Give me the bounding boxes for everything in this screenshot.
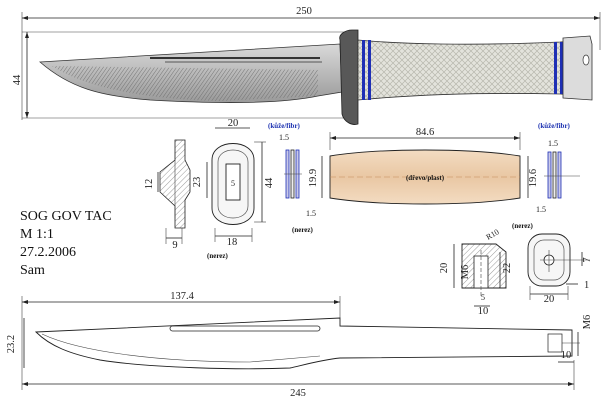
guard-height-left: 12 <box>144 179 155 190</box>
pommel-end-width: 20 <box>544 294 555 305</box>
right-spacer-material-bottom: (nerez) <box>512 222 534 230</box>
handle-dia-left: 19.9 <box>308 169 319 187</box>
pommel-width: 10 <box>478 306 489 317</box>
right-spacer-thick-bottom: 1.5 <box>536 205 546 214</box>
handle-material: (dřevo/plast) <box>406 174 445 182</box>
guard-height-mid: 23 <box>192 177 203 188</box>
overall-length-label: 250 <box>296 6 312 17</box>
right-spacer-fiber-2 <box>557 151 562 199</box>
lanyard-hole <box>582 54 590 66</box>
title-author: Sam <box>20 263 45 278</box>
pommel-thread: M6 <box>460 265 471 280</box>
title-name: SOG GOV TAC <box>20 209 112 224</box>
blade-overall-length: 245 <box>290 388 306 399</box>
tang-end-label: 10 <box>561 350 572 361</box>
blade-height: 23.2 <box>6 335 17 353</box>
guard-height-right: 44 <box>264 177 275 188</box>
handle-detail: 84.6 (dřevo/plast) 19.9 19.6 <box>308 127 539 205</box>
right-spacer-fiber-1 <box>547 151 552 199</box>
left-spacer-material: (kůže/fibr) <box>268 122 301 130</box>
blade-blank-outline <box>34 317 573 370</box>
tang-thread-label: M6 <box>582 315 593 330</box>
left-spacer-thick-bottom: 1.5 <box>306 209 316 218</box>
guard-detail: 12 9 20 23 5 44 18 (nerez) <box>144 118 275 260</box>
right-spacer-thick-top: 1.5 <box>548 139 558 148</box>
guard-thick-left: 9 <box>172 240 177 251</box>
pommel-height: 20 <box>439 263 450 274</box>
knife-height-label: 44 <box>12 74 23 85</box>
right-spacers: (kůže/fibr) 1.5 1.5 (nerez) <box>512 122 580 230</box>
title-block: SOG GOV TAC M 1:1 27.2.2006 Sam <box>20 209 112 278</box>
left-spacer-thick-top: 1.5 <box>279 133 289 142</box>
handle-dia-right: 19.6 <box>528 169 539 187</box>
guard-width-bottom: 18 <box>227 237 238 248</box>
pommel-inner: 5 <box>481 293 485 302</box>
right-spacer-steel <box>552 151 557 199</box>
pommel-depth: 22 <box>502 263 513 274</box>
title-scale: M 1:1 <box>20 227 54 242</box>
pommel-dim-1: 1 <box>584 280 589 291</box>
handle-length: 84.6 <box>416 127 434 138</box>
pommel-shape <box>562 35 593 101</box>
pommel-dim-7: 7 <box>582 257 593 262</box>
blade-blank: 137.4 23.2 M6 10 245 <box>6 291 593 399</box>
guard-width-top: 20 <box>228 118 239 129</box>
pommel-radius: R10 <box>485 227 501 241</box>
right-spacer-material: (kůže/fibr) <box>538 122 571 130</box>
spacer-blue-left <box>362 40 365 100</box>
left-spacers: (kůže/fibr) 1.5 1.5 (nerez) <box>268 122 316 234</box>
knife-view: 250 44 <box>12 6 601 125</box>
blade-length: 137.4 <box>170 291 194 302</box>
blade-grind <box>52 66 318 101</box>
guard-slot-width: 5 <box>231 179 235 188</box>
guard-material: (nerez) <box>207 252 229 260</box>
title-date: 27.2.2006 <box>20 245 76 260</box>
pommel-detail: R10 20 M6 22 5 10 7 1 20 <box>439 227 593 317</box>
left-spacer-material-bottom: (nerez) <box>292 226 314 234</box>
handle-shape <box>357 39 585 101</box>
tang-thread <box>547 333 563 353</box>
guard-slot <box>225 163 241 201</box>
guard-shape <box>339 29 359 125</box>
blade-blank-groove <box>169 325 321 332</box>
spacer-blue-right <box>554 42 557 94</box>
